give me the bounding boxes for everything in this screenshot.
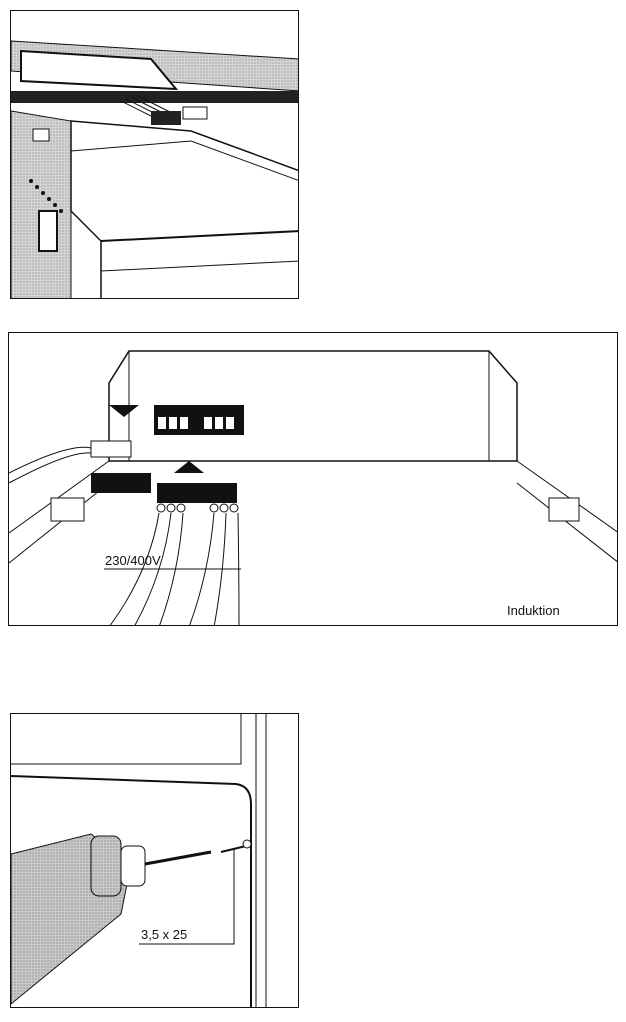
drill-illustration	[11, 714, 267, 1007]
figure-terminal-block: 230/400V Induktion	[8, 332, 618, 626]
screw-size-label: 3,5 x 25	[141, 927, 188, 942]
terminal-illustration	[9, 350, 617, 625]
cooktop-illustration	[11, 40, 298, 298]
voltage-label: 230/400V	[105, 553, 161, 568]
figure-cooktop-connection	[10, 10, 299, 299]
figure-screw-fixing: 3,5 x 25	[10, 713, 299, 1008]
induction-label: Induktion	[507, 603, 560, 618]
